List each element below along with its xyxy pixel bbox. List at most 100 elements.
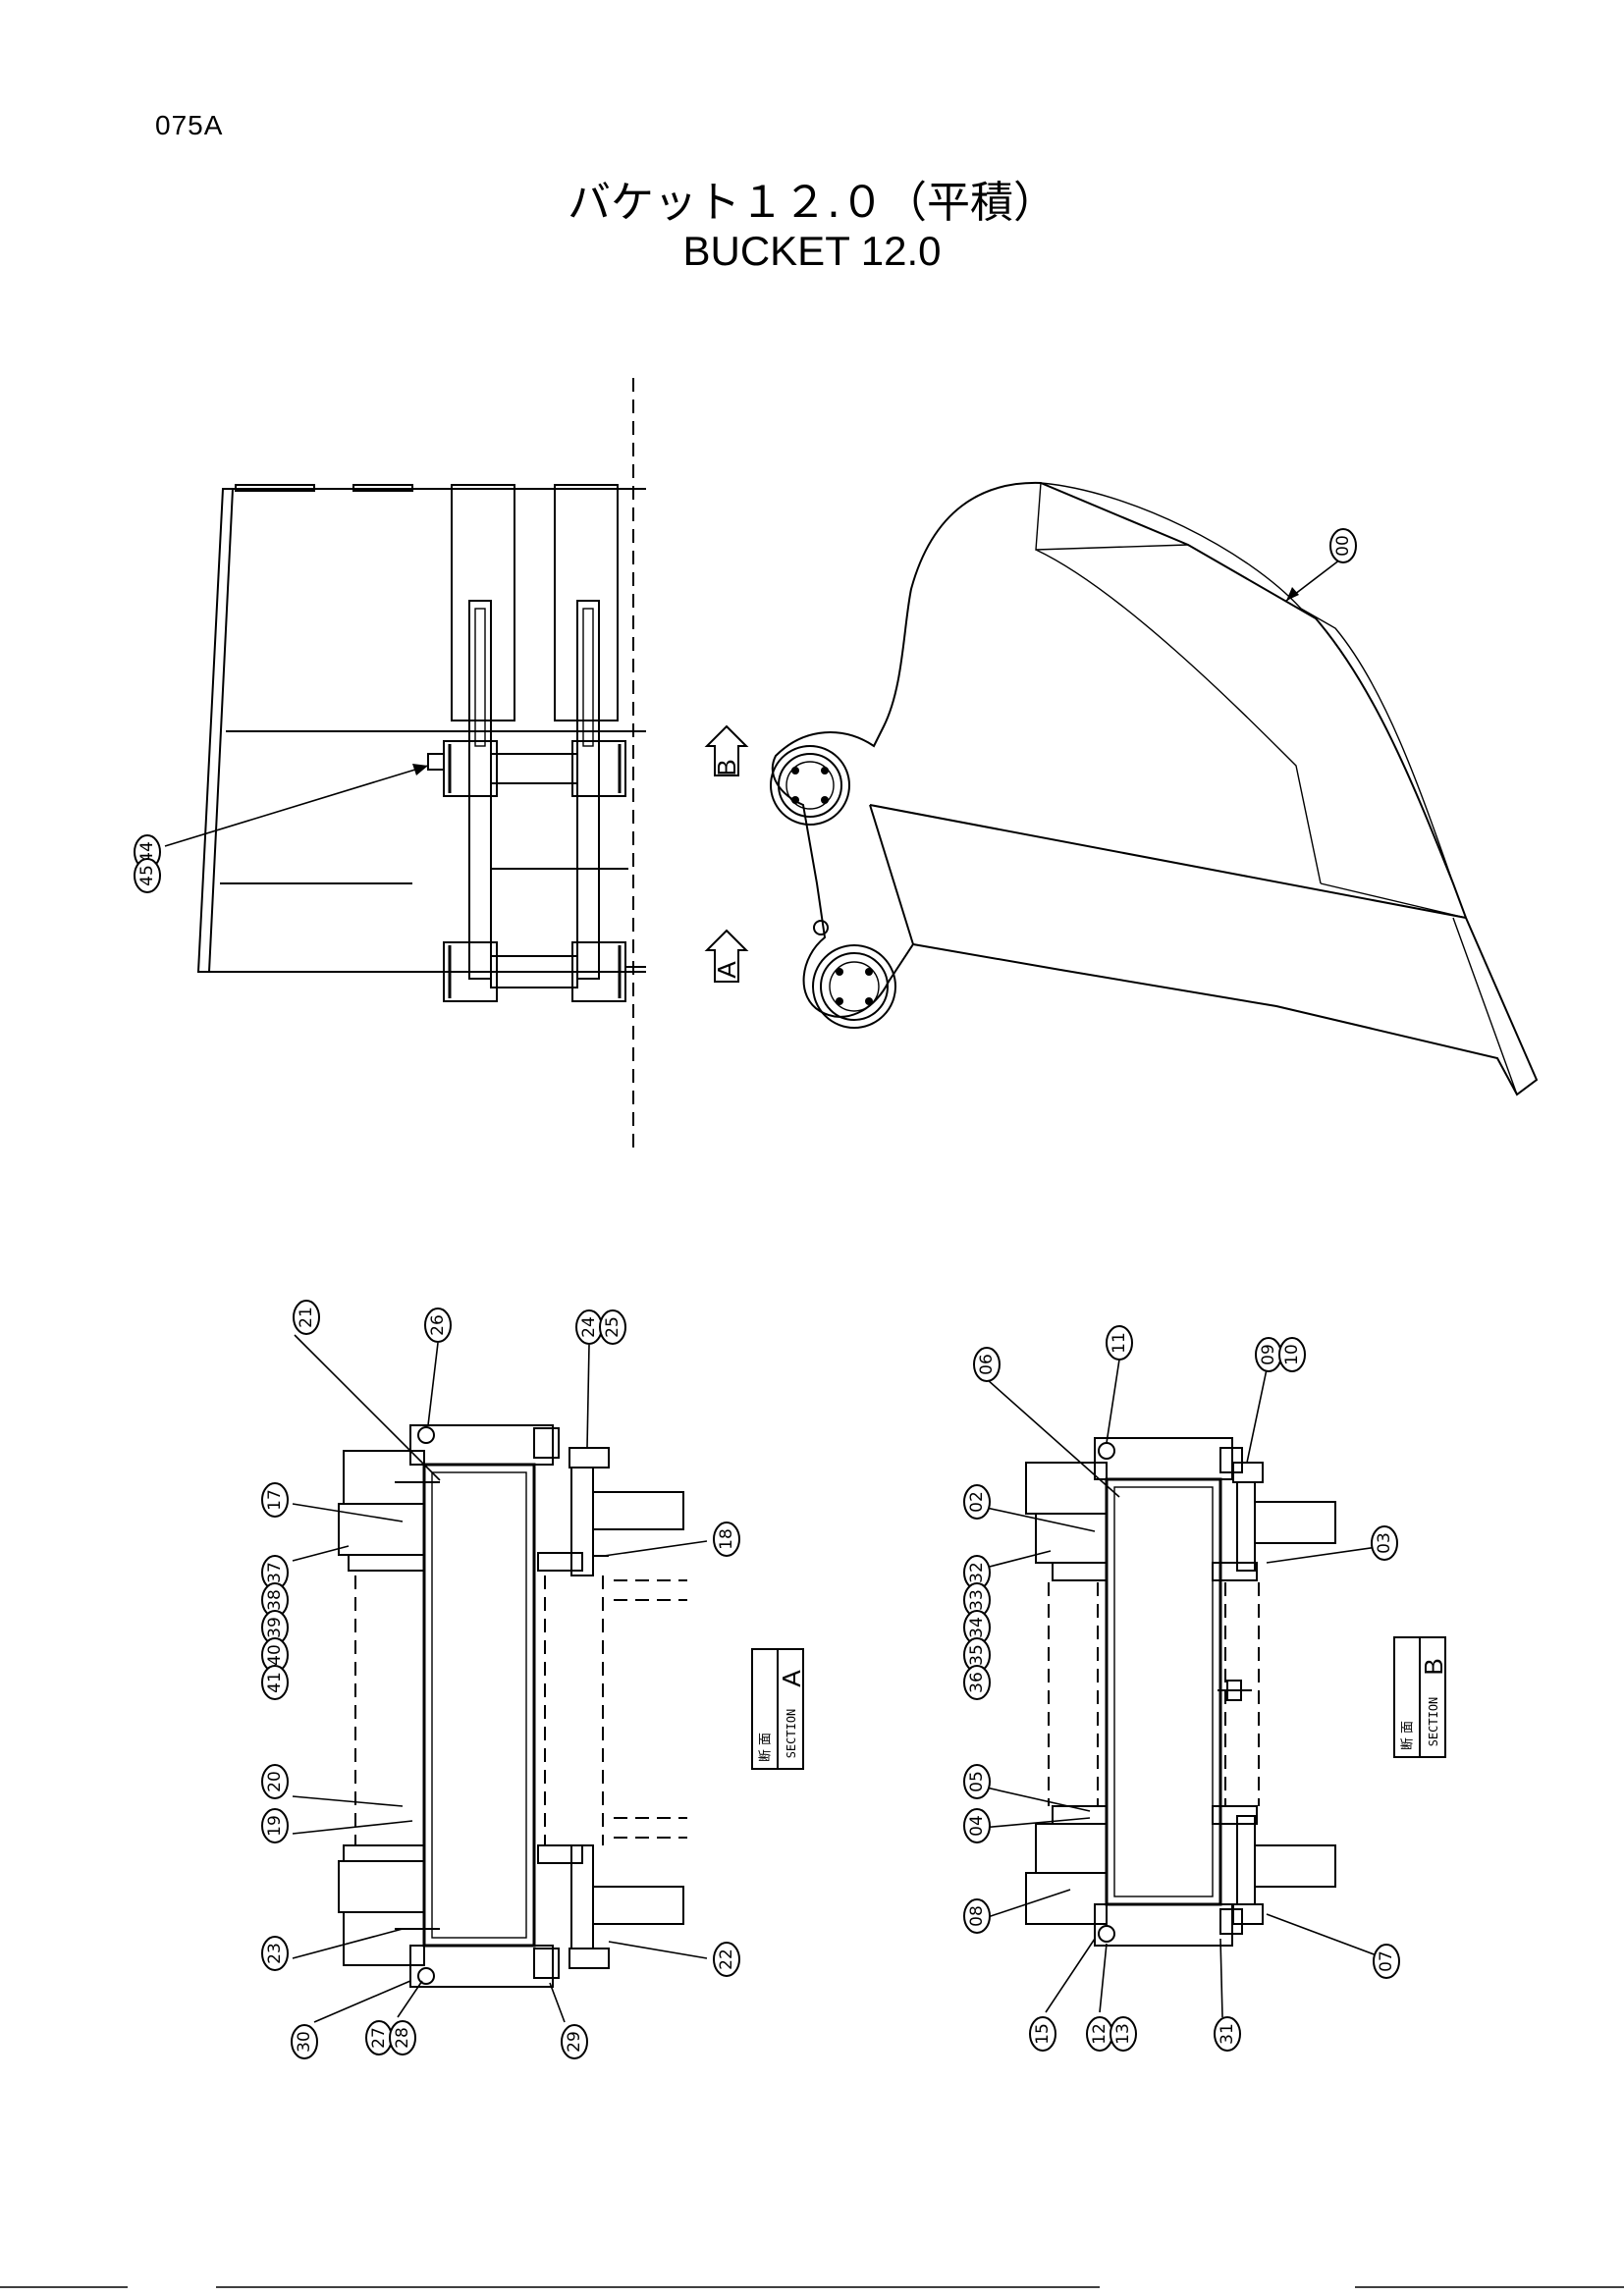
callout-circle [963,1808,991,1843]
section-a-drawing [292,1334,708,2023]
callout-04: 04 [963,1808,991,1843]
svg-text:B: B [1419,1658,1448,1675]
svg-text:断 面: 断 面 [759,1733,774,1762]
callout-number: 02 [967,1491,987,1513]
callout-number: 00 [1333,535,1353,557]
callout-circle [1029,2016,1056,2052]
callout-number: 08 [967,1905,987,1927]
callout-17: 17 [261,1482,289,1518]
callout-number: 04 [967,1815,987,1837]
callout-circle [291,2024,318,2059]
callout-circle [293,1300,320,1335]
callout-36: 36 [963,1665,991,1700]
callout-08: 08 [963,1898,991,1934]
callout-number: 41 [265,1672,285,1693]
callout-circle [261,1764,289,1799]
callout-09: 09 [1255,1337,1282,1372]
callout-number: 36 [967,1672,987,1693]
callout-27: 27 [365,2020,393,2056]
callout-30: 30 [291,2024,318,2059]
callout-31: 31 [1214,2016,1241,2052]
callout-number: 13 [1113,2023,1133,2045]
svg-text:SECTION: SECTION [785,1709,798,1759]
callout-number: 38 [265,1589,285,1611]
callout-circle [963,1898,991,1934]
callout-circle [599,1309,626,1345]
callout-07: 07 [1373,1944,1400,1979]
callout-28: 28 [389,2020,416,2056]
callout-circle [1329,528,1357,563]
callout-15: 15 [1029,2016,1056,2052]
callout-32: 32 [963,1555,991,1590]
callout-circle [1371,1525,1398,1561]
callout-number: 18 [717,1528,736,1550]
callout-number: 39 [265,1617,285,1638]
callout-circle [261,1482,289,1518]
callout-number: 07 [1377,1950,1396,1972]
callout-number: 05 [967,1771,987,1792]
callout-circle [1278,1337,1306,1372]
callout-number: 30 [295,2031,314,2053]
callout-number: 24 [579,1316,599,1338]
callout-circle [424,1308,452,1343]
callout-circle [261,1665,289,1700]
callout-circle [963,1764,991,1799]
title-english: BUCKET 12.0 [682,228,942,274]
callout-number: 17 [265,1489,285,1511]
svg-text:A: A [777,1670,806,1687]
view-arrow-b: B [704,724,749,776]
callout-number: 27 [369,2027,389,2049]
callout-26: 26 [424,1308,452,1343]
page-code: 075A [155,110,224,140]
callout-41: 41 [261,1665,289,1700]
callout-05: 05 [963,1764,991,1799]
callout-22: 22 [713,1942,740,1977]
callout-25: 25 [599,1309,626,1345]
title-japanese: バケット１２.０（平積） [568,178,1056,228]
callout-02: 02 [963,1484,991,1520]
callout-circle [1110,2016,1137,2052]
callout-number: 21 [297,1307,316,1328]
callout-03: 03 [1371,1525,1398,1561]
callout-21: 21 [293,1300,320,1335]
callout-number: 25 [603,1316,623,1338]
callout-number: 22 [717,1949,736,1970]
callout-number: 12 [1090,2023,1110,2045]
callout-number: 29 [565,2031,584,2053]
callout-number: 26 [428,1314,448,1336]
callout-number: 40 [265,1644,285,1666]
bucket-plan-view [164,378,646,1153]
callout-18: 18 [713,1522,740,1557]
callout-circle [963,1665,991,1700]
callout-35: 35 [963,1637,991,1673]
callout-34: 34 [963,1610,991,1645]
callout-circle [963,1484,991,1520]
callout-38: 38 [261,1582,289,1618]
svg-text:A: A [712,961,741,979]
callout-number: 20 [265,1771,285,1792]
callout-number: 33 [967,1589,987,1611]
callout-number: 35 [967,1644,987,1666]
svg-text:SECTION: SECTION [1427,1697,1440,1747]
callout-12: 12 [1086,2016,1113,2052]
callout-23: 23 [261,1936,289,1971]
callout-45: 45 [134,858,161,893]
callout-19: 19 [261,1808,289,1843]
callout-circle [561,2024,588,2059]
callout-number: 37 [265,1562,285,1583]
callout-number: 34 [967,1617,987,1638]
callout-29: 29 [561,2024,588,2059]
callout-06: 06 [973,1347,1001,1382]
callout-24: 24 [575,1309,603,1345]
callout-number: 19 [265,1815,285,1837]
callout-number: 15 [1033,2023,1053,2045]
section-a-label: A 断 面 SECTION [751,1648,806,1770]
callout-number: 11 [1110,1332,1129,1354]
callout-circle [261,1936,289,1971]
callout-circle [973,1347,1001,1382]
callout-number: 44 [137,841,157,863]
callout-number: 09 [1259,1344,1278,1365]
callout-circle [713,1942,740,1977]
